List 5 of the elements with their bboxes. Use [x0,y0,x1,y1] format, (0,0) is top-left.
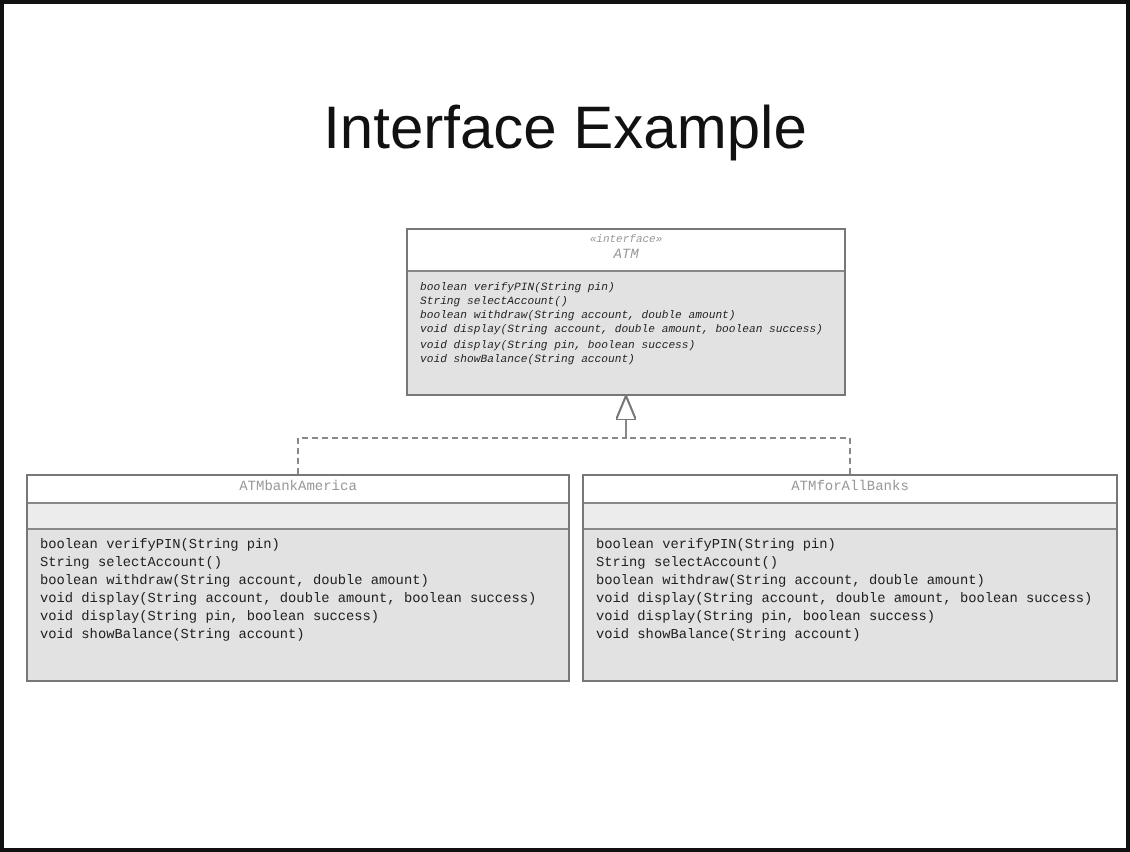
class-box [406,228,846,396]
slide-title: Interface Example [321,96,809,164]
class-box [582,474,1118,682]
class-box [26,474,570,682]
realization-arrow [615,395,851,475]
